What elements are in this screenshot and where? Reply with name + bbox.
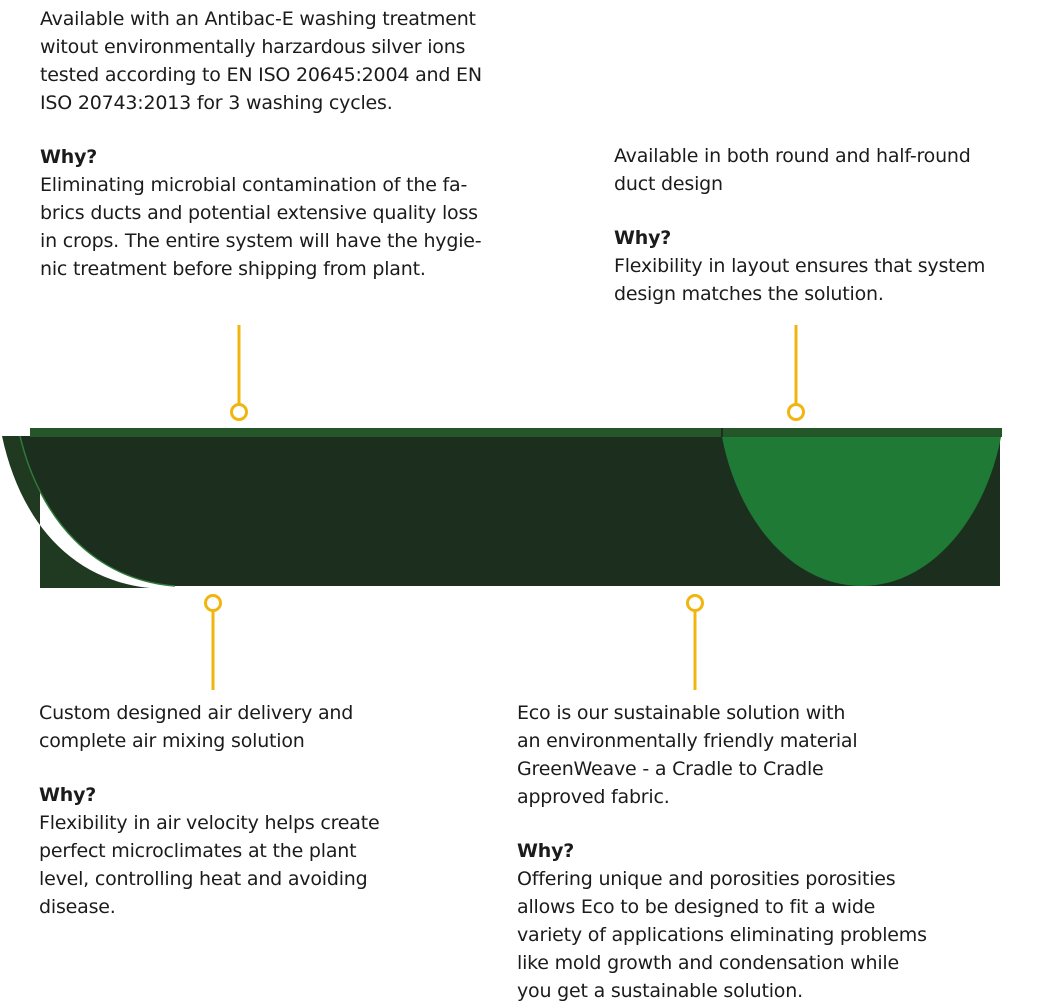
callout-antibac: Available with an Antibac-E washing trea…	[40, 5, 520, 283]
duct-green-end	[722, 437, 1001, 586]
round-duct-why-text: Flexibility in layout ensures that syste…	[614, 255, 986, 305]
antibac-why-text: Eliminating microbial contamination of t…	[40, 174, 482, 280]
round-duct-description: Available in both round and half-round d…	[614, 145, 971, 195]
callout-eco: Eco is our sustainable solution with an …	[517, 699, 997, 1005]
eco-why-label: Why?	[517, 840, 575, 862]
antibac-description: Available with an Antibac-E washing trea…	[40, 8, 482, 114]
air-delivery-why-text: Flexibility in air velocity helps create…	[39, 812, 380, 918]
eco-why-text: Offering unique and porosities porositie…	[517, 868, 927, 1002]
pointer-antibac	[230, 325, 248, 421]
antibac-why-label: Why?	[40, 146, 98, 168]
pointer-air	[204, 594, 222, 690]
callout-round-duct: Available in both round and half-round d…	[614, 142, 1034, 308]
duct-top-rim	[30, 428, 1002, 437]
pointer-eco	[686, 594, 704, 690]
eco-description: Eco is our sustainable solution with an …	[517, 702, 858, 808]
round-duct-why-label: Why?	[614, 227, 672, 249]
callout-air-delivery: Custom designed air delivery and complet…	[39, 699, 459, 921]
pointer-round-duct	[787, 325, 805, 421]
duct-edge-line	[19, 435, 176, 587]
air-delivery-description: Custom designed air delivery and complet…	[39, 702, 354, 752]
air-delivery-why-label: Why?	[39, 784, 97, 806]
